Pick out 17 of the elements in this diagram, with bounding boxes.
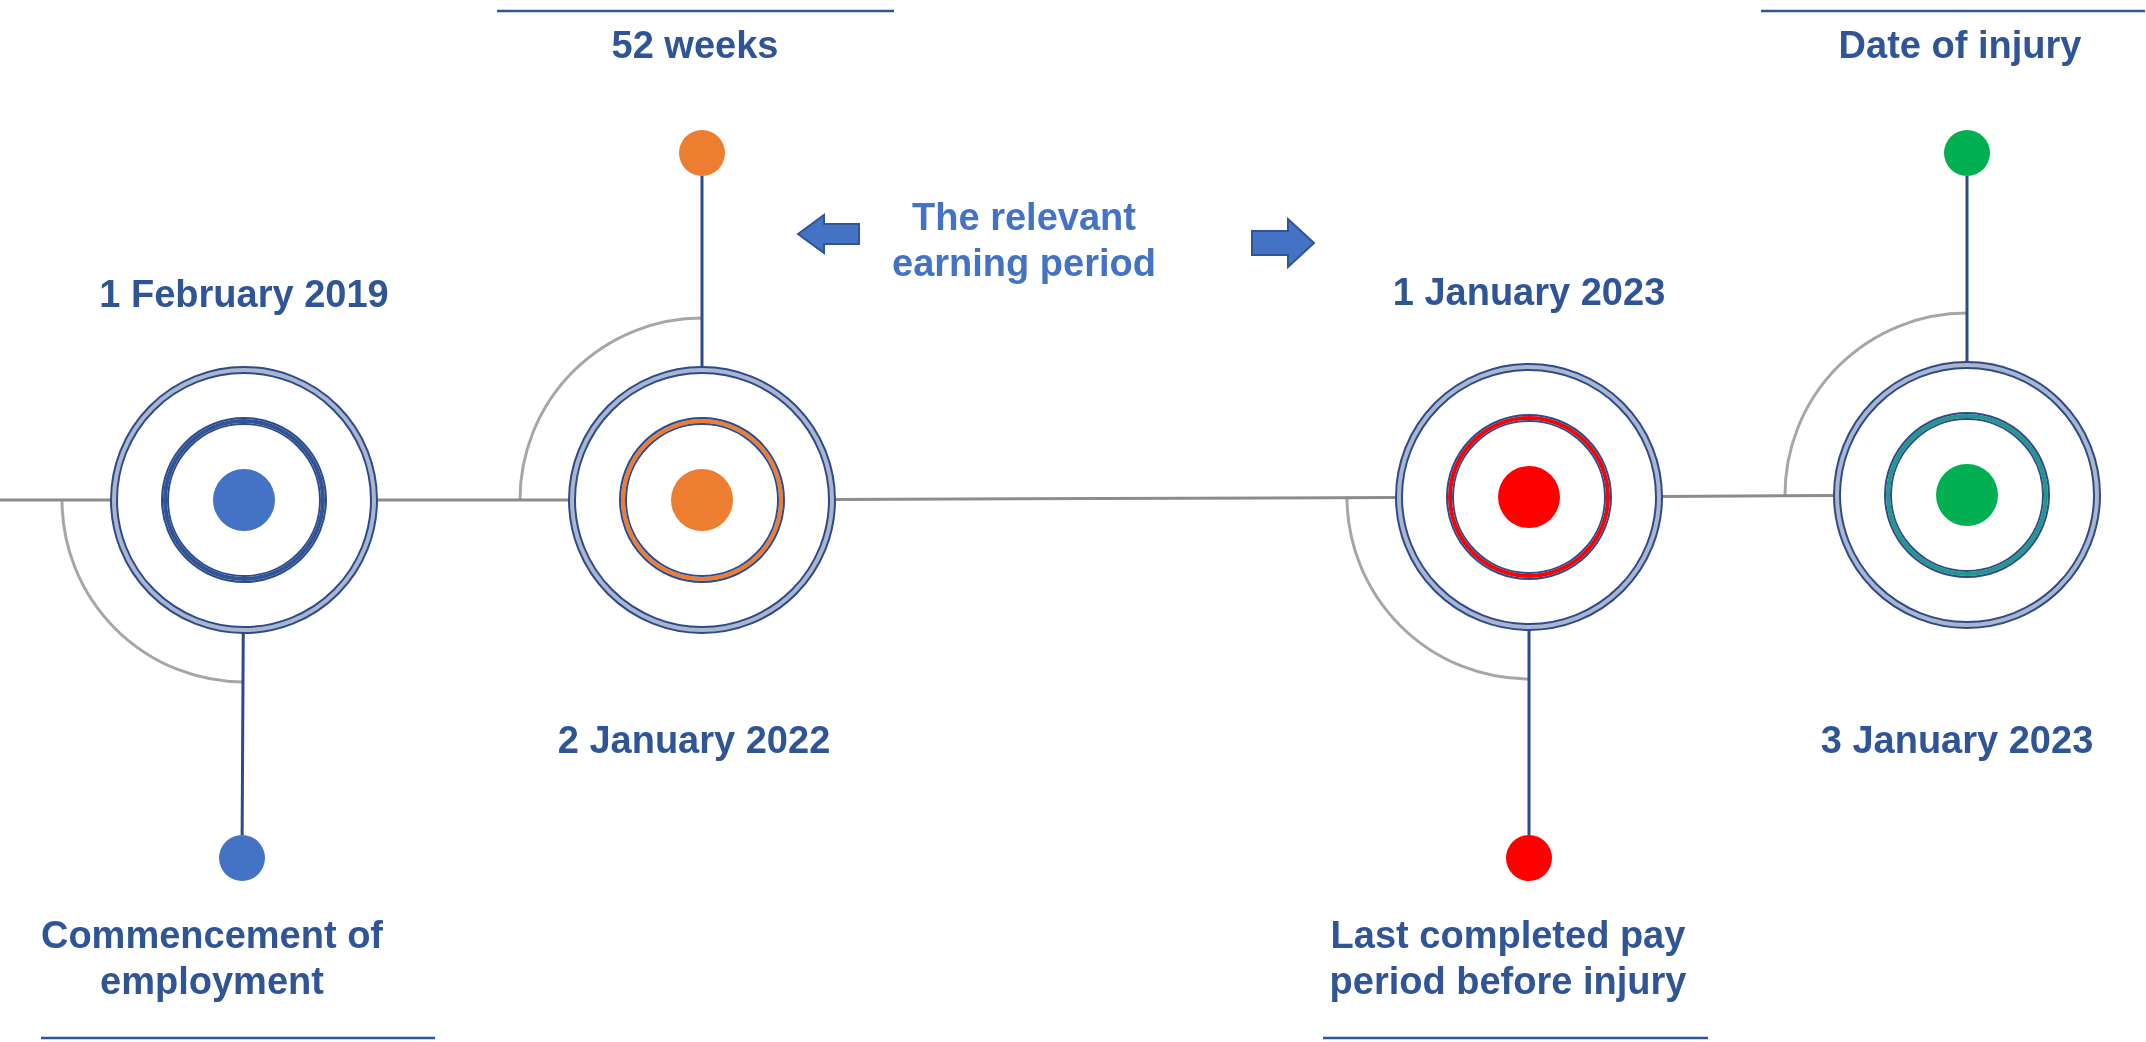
connector-line (700, 176, 704, 367)
timeline-line (835, 496, 1396, 501)
date-label: 1 February 2019 (98, 272, 390, 317)
event-label: Date of injury (1837, 23, 2083, 68)
event-label: Last completed pay period before injury (1328, 913, 1688, 1004)
connector-line (1527, 630, 1531, 835)
date-label: 1 January 2023 (1391, 270, 1667, 315)
date-label: 2 January 2022 (556, 718, 832, 763)
period-label: The relevant earning period (891, 195, 1157, 286)
event-label: 52 weeks (610, 23, 780, 68)
timeline-line (0, 498, 111, 502)
date-label: 3 January 2023 (1819, 718, 2095, 763)
timeline-line (377, 498, 569, 502)
connector-line (240, 633, 245, 835)
connector-line (1965, 176, 1969, 362)
timeline-line (1662, 494, 1834, 498)
event-label: Commencement of employment (39, 913, 385, 1004)
